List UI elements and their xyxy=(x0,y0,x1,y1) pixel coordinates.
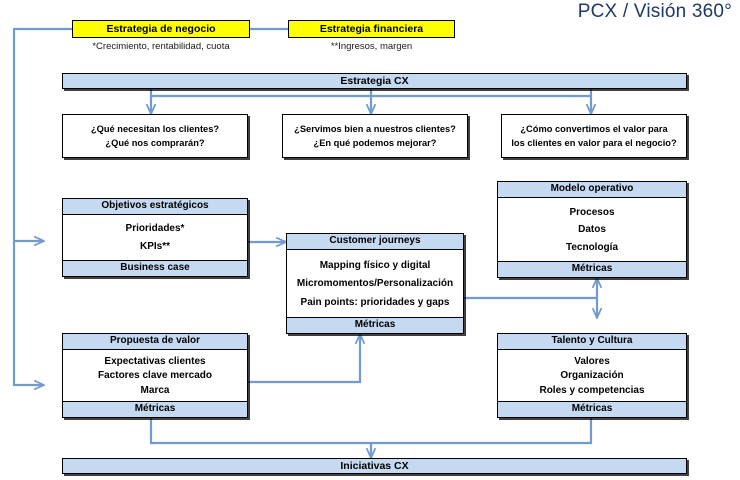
talent-culture-row-3: Roles y competencias xyxy=(539,384,645,396)
strategic-objectives-row-1: Prioridades* xyxy=(125,223,185,235)
question-1-line-1: ¿Qué necesitan los clientes? xyxy=(90,123,220,134)
question-3-line-1: ¿Cómo convertimos el valor para xyxy=(520,123,668,134)
talent-culture-header: Talento y Cultura xyxy=(498,334,686,350)
question-3-line-2: los clientes en valor para el negocio? xyxy=(511,138,677,148)
question-box-1[interactable]: ¿Qué necesitan los clientes? ¿Qué nos co… xyxy=(62,114,248,158)
question-2-line-2: ¿En qué podemos mejorar? xyxy=(313,138,437,148)
operating-model-header: Modelo operativo xyxy=(498,182,686,198)
talent-culture-body: Valores Organización Roles y competencia… xyxy=(498,350,686,401)
strategic-objectives-row-2: KPIs** xyxy=(139,240,170,252)
strategic-objectives-header: Objetivos estratégicos xyxy=(63,199,247,215)
customer-journeys-body: Mapping físico y digital Micromomentos/P… xyxy=(287,250,463,317)
question-box-3[interactable]: ¿Cómo convertimos el valor para los clie… xyxy=(501,114,687,158)
talent-culture-row-2: Organización xyxy=(560,370,624,381)
operating-model-row-3: Tecnología xyxy=(565,241,619,253)
customer-journeys-footer: Métricas xyxy=(287,317,463,333)
customer-journeys-row-2: Micromomentos/Personalización xyxy=(296,278,454,289)
customer-journeys-row-1: Mapping físico y digital xyxy=(319,259,431,271)
customer-journeys-header: Customer journeys xyxy=(287,234,463,250)
talent-culture-row-1: Valores xyxy=(574,355,610,367)
business-strategy-label: Estrategia de negocio xyxy=(106,23,216,35)
connector-value-to-journeys xyxy=(248,334,360,384)
initiatives-label: Iniciativas CX xyxy=(340,460,409,472)
strategic-objectives-panel[interactable]: Objetivos estratégicos Prioridades* KPIs… xyxy=(62,198,248,277)
customer-journeys-row-3: Pain points: prioridades y gaps xyxy=(300,296,450,308)
strategic-objectives-footer: Business case xyxy=(63,260,247,276)
value-proposition-body: Expectativas clientes Factores clave mer… xyxy=(63,350,247,401)
talent-culture-panel[interactable]: Talento y Cultura Valores Organización R… xyxy=(497,333,687,418)
cx-strategy-label: Estrategia CX xyxy=(340,75,409,87)
business-strategy-box[interactable]: Estrategia de negocio xyxy=(72,20,250,38)
initiatives-bar[interactable]: Iniciativas CX xyxy=(62,458,687,474)
strategic-objectives-body: Prioridades* KPIs** xyxy=(63,215,247,260)
operating-model-row-2: Datos xyxy=(578,224,606,235)
financial-strategy-caption: **Ingresos, margen xyxy=(330,41,413,52)
question-box-2[interactable]: ¿Servimos bien a nuestros clientes? ¿En … xyxy=(282,114,468,158)
financial-strategy-label: Estrategia financiera xyxy=(319,23,424,35)
question-2-line-1: ¿Servimos bien a nuestros clientes? xyxy=(294,123,456,134)
value-proposition-footer: Métricas xyxy=(63,401,247,417)
page-title: PCX / Visión 360° xyxy=(577,1,732,22)
customer-journeys-panel[interactable]: Customer journeys Mapping físico y digit… xyxy=(286,233,464,334)
value-proposition-row-3: Marca xyxy=(140,384,170,396)
connector-metrics-to-initiatives xyxy=(149,418,593,445)
talent-culture-footer: Métricas xyxy=(498,401,686,417)
value-proposition-header: Propuesta de valor xyxy=(63,334,247,350)
operating-model-row-1: Procesos xyxy=(569,206,615,218)
financial-strategy-box[interactable]: Estrategia financiera xyxy=(288,20,455,38)
value-proposition-row-1: Expectativas clientes xyxy=(104,355,206,367)
value-proposition-panel[interactable]: Propuesta de valor Expectativas clientes… xyxy=(62,333,248,418)
operating-model-footer: Métricas xyxy=(498,261,686,277)
cx-strategy-bar[interactable]: Estrategia CX xyxy=(62,73,687,89)
question-1-line-2: ¿Qué nos comprarán? xyxy=(105,138,205,148)
operating-model-body: Procesos Datos Tecnología xyxy=(498,198,686,261)
business-strategy-caption: *Crecimiento, rentabilidad, cuota xyxy=(92,41,230,52)
operating-model-panel[interactable]: Modelo operativo Procesos Datos Tecnolog… xyxy=(497,181,687,278)
value-proposition-row-2: Factores clave mercado xyxy=(98,370,212,381)
